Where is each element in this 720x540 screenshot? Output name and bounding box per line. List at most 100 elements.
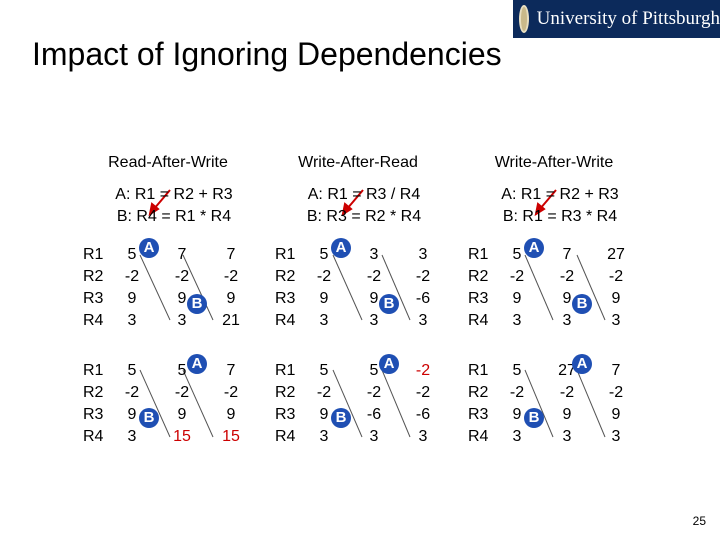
slide-title: Impact of Ignoring Dependencies: [32, 36, 502, 72]
instruction-badge: B: [524, 408, 544, 428]
register-value: 9: [562, 290, 572, 307]
register-label: R4: [275, 428, 296, 445]
register-value: 3: [319, 312, 329, 329]
register-label: R2: [83, 268, 104, 285]
register-value: -6: [415, 406, 431, 423]
register-value: -2: [316, 384, 332, 401]
register-value: -2: [223, 384, 239, 401]
register-value: -2: [124, 268, 140, 285]
register-value: -2: [366, 268, 382, 285]
register-value: -2: [366, 384, 382, 401]
register-value: 5: [177, 362, 187, 379]
register-value: 9: [319, 406, 329, 423]
register-value: 9: [369, 290, 379, 307]
register-value: -2: [223, 268, 239, 285]
register-value: 27: [558, 362, 576, 379]
register-value: -2: [415, 362, 431, 379]
register-value: 3: [418, 312, 428, 329]
register-value: 7: [177, 246, 187, 263]
register-value: 3: [127, 428, 137, 445]
register-value: -2: [509, 268, 525, 285]
register-value: 9: [177, 406, 187, 423]
register-value: -2: [124, 384, 140, 401]
register-value: 3: [562, 428, 572, 445]
register-value: 5: [369, 362, 379, 379]
register-label: R1: [275, 246, 296, 263]
panel-header: Read-After-Write: [108, 154, 228, 171]
register-value: 3: [562, 312, 572, 329]
register-value: 3: [369, 246, 379, 263]
instruction-badge: A: [139, 238, 159, 258]
register-label: R2: [468, 384, 489, 401]
register-value: 3: [611, 428, 621, 445]
equation-a: A: R1 = R3 / R4: [307, 186, 421, 203]
register-value: 7: [562, 246, 572, 263]
register-value: -2: [608, 384, 624, 401]
register-value: 27: [607, 246, 625, 263]
page-number: 25: [692, 514, 706, 528]
instruction-badge: A: [524, 238, 544, 258]
register-label: R3: [83, 406, 104, 423]
register-label: R3: [468, 406, 489, 423]
instruction-badge: A: [187, 354, 207, 374]
register-value: -2: [415, 268, 431, 285]
register-value: 3: [319, 428, 329, 445]
panel-header: Write-After-Read: [298, 154, 418, 171]
register-label: R3: [275, 406, 296, 423]
register-value: -2: [316, 268, 332, 285]
university-seal-icon: [519, 5, 529, 33]
register-value: 5: [319, 246, 329, 263]
register-value: -2: [608, 268, 624, 285]
register-label: R1: [468, 362, 489, 379]
register-value: 9: [611, 290, 621, 307]
instruction-badge: A: [331, 238, 351, 258]
register-value: 3: [418, 428, 428, 445]
register-value: 3: [369, 428, 379, 445]
register-label: R3: [275, 290, 296, 307]
register-value: 9: [127, 290, 137, 307]
register-value: 9: [319, 290, 329, 307]
register-label: R4: [275, 312, 296, 329]
register-label: R4: [83, 428, 104, 445]
register-value: 3: [418, 246, 428, 263]
register-value: 5: [319, 362, 329, 379]
register-value: 9: [562, 406, 572, 423]
register-value: -2: [415, 384, 431, 401]
register-label: R1: [468, 246, 489, 263]
equation-b: B: R4 = R1 * R4: [116, 208, 232, 225]
instruction-badge: B: [572, 294, 592, 314]
panel-header: Write-After-Write: [494, 154, 614, 171]
register-label: R4: [468, 428, 489, 445]
register-value: -6: [366, 406, 382, 423]
register-label: R4: [83, 312, 104, 329]
register-value: 9: [512, 406, 522, 423]
register-label: R3: [468, 290, 489, 307]
instruction-badge: A: [572, 354, 592, 374]
register-value: 3: [177, 312, 187, 329]
register-value: -2: [509, 384, 525, 401]
equation-a: A: R1 = R2 + R3: [115, 186, 233, 203]
register-value: 9: [226, 406, 236, 423]
register-value: 7: [611, 362, 621, 379]
register-value: 3: [512, 312, 522, 329]
register-value: 9: [177, 290, 187, 307]
register-value: -2: [174, 268, 190, 285]
instruction-badge: B: [187, 294, 207, 314]
register-value: 5: [127, 362, 137, 379]
register-value: 21: [222, 312, 240, 329]
register-value: 3: [369, 312, 379, 329]
register-value: 5: [512, 362, 522, 379]
register-value: 15: [222, 428, 240, 445]
register-value: 5: [512, 246, 522, 263]
register-value: 9: [127, 406, 137, 423]
equation-b: B: R3 = R2 * R4: [306, 208, 422, 225]
register-value: 9: [512, 290, 522, 307]
instruction-badge: B: [379, 294, 399, 314]
register-label: R1: [83, 362, 104, 379]
register-value: 3: [512, 428, 522, 445]
register-value: 15: [173, 428, 191, 445]
register-value: -6: [415, 290, 431, 307]
instruction-badge: B: [331, 408, 351, 428]
register-value: 3: [127, 312, 137, 329]
